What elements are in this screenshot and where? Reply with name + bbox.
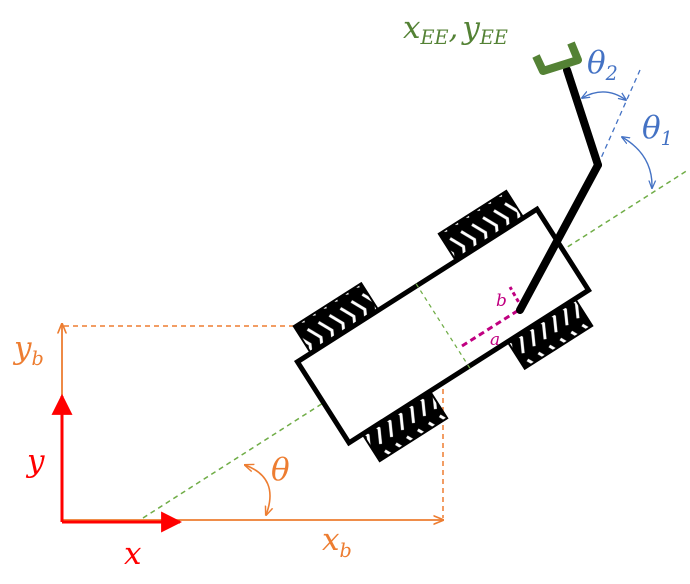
lateral-axis-line xyxy=(415,283,471,369)
theta2-label: θ2 xyxy=(587,45,618,85)
offset-a-label: a xyxy=(490,330,500,350)
offset-b-label: b xyxy=(496,291,507,311)
theta-arc xyxy=(245,465,270,515)
link1-extension-line xyxy=(597,69,641,166)
offset-a-line xyxy=(461,306,523,348)
robot-base xyxy=(292,189,594,463)
arm-link-1 xyxy=(516,161,602,314)
arm-link-2 xyxy=(563,66,602,169)
yb-label: yb xyxy=(12,330,44,370)
end-effector-gripper xyxy=(532,41,582,75)
theta1-label: θ1 xyxy=(642,110,673,150)
theta2-arc xyxy=(582,92,626,100)
end-effector-label: xEE,yEE xyxy=(403,10,508,49)
theta1-arc xyxy=(622,137,652,188)
theta-label: θ xyxy=(271,452,290,488)
xb-label: xb xyxy=(322,522,352,562)
y-label: y xyxy=(25,443,45,479)
x-label: x xyxy=(124,536,142,572)
